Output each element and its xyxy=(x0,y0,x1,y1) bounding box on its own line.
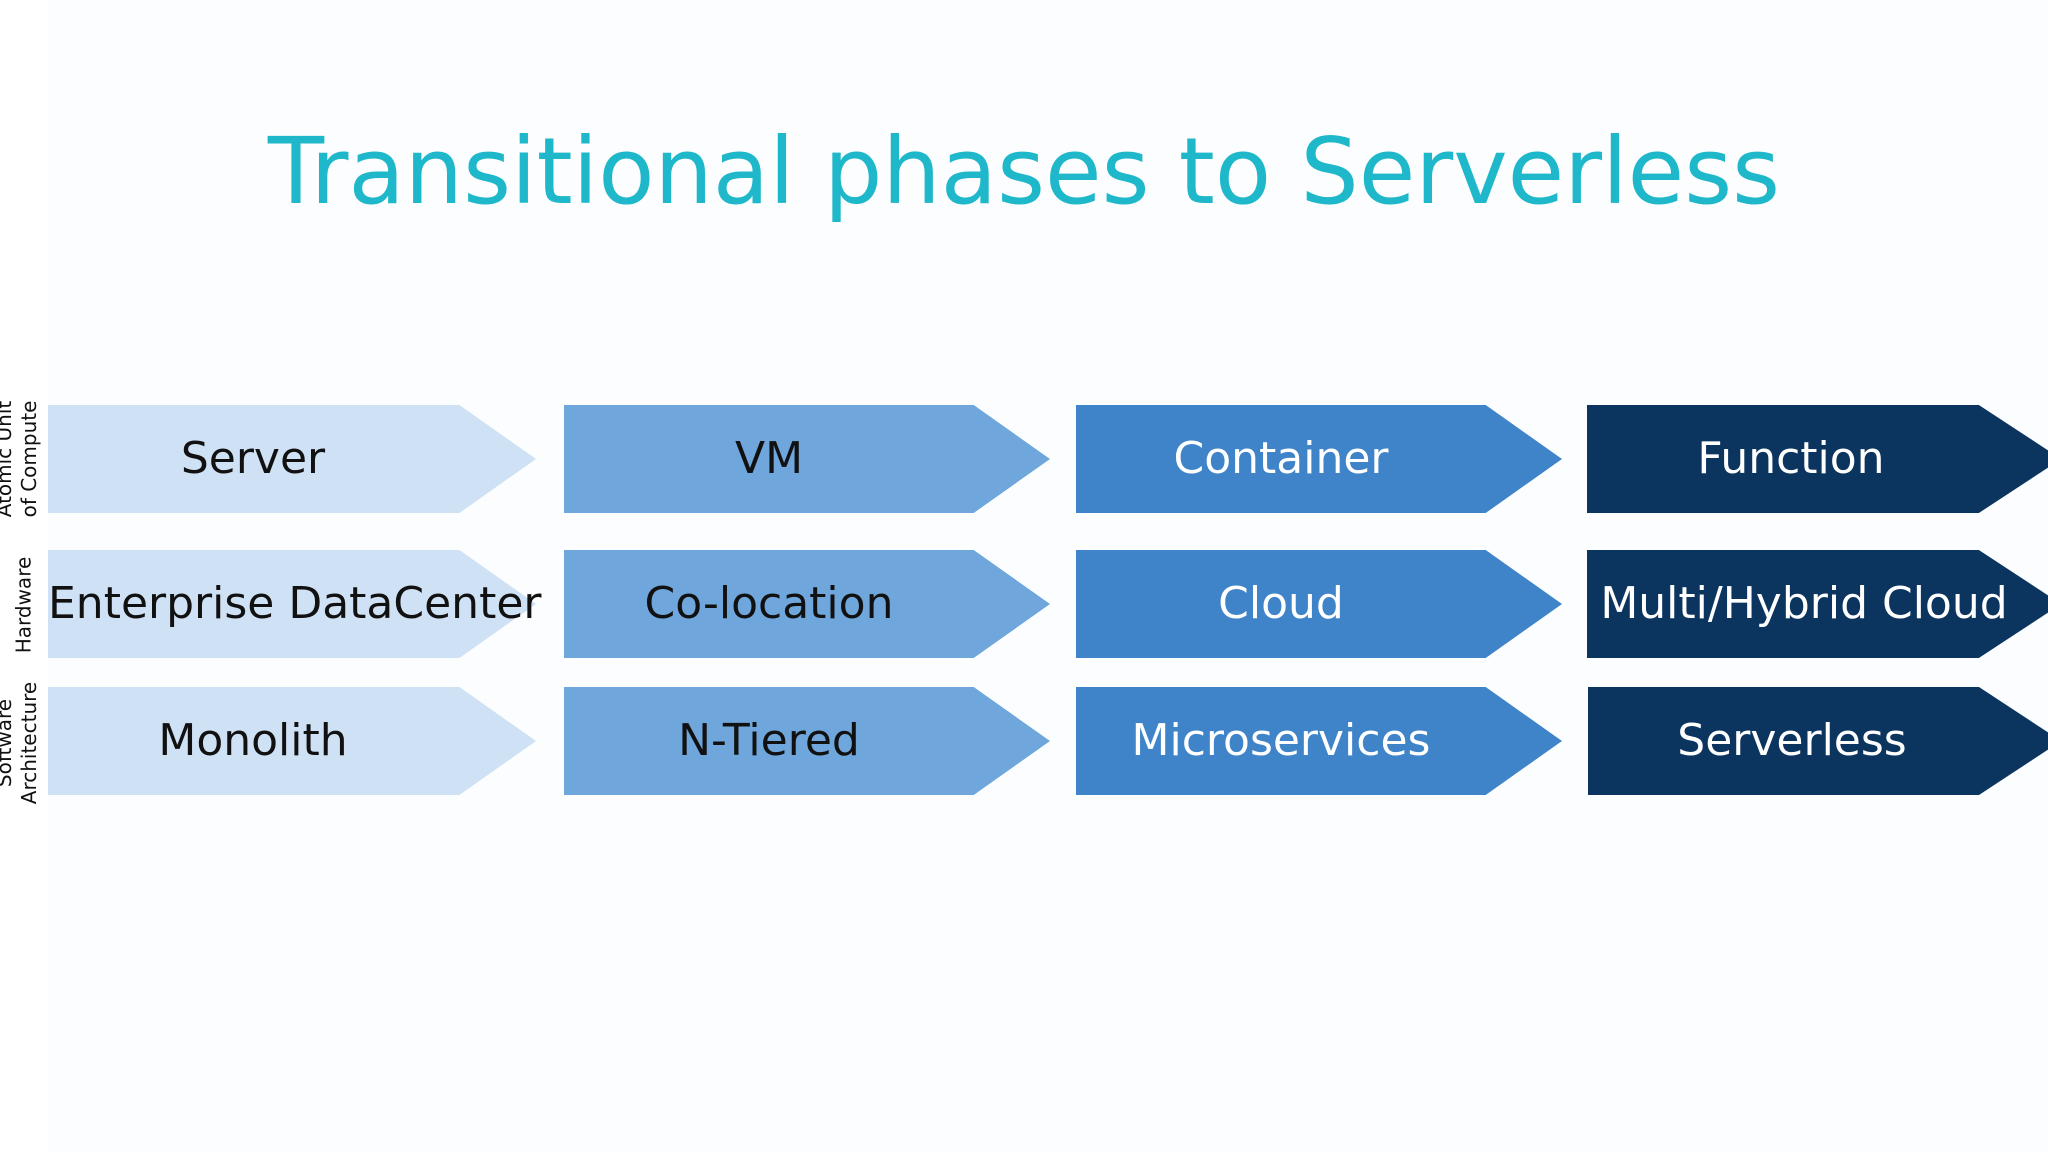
chevron-label-container: Container xyxy=(1173,433,1389,484)
chevron-cloud xyxy=(1076,550,1562,658)
chevron-label-function: Function xyxy=(1697,433,1885,484)
chevron-n-tiered xyxy=(564,687,1050,795)
chevron-serverless xyxy=(1588,687,2048,795)
chevron-server xyxy=(48,405,536,513)
chevron-microservices xyxy=(1076,687,1562,795)
chevron-co-location xyxy=(564,550,1050,658)
slide-title: Transitional phases to Serverless xyxy=(267,118,1781,225)
chevron-label-multi-hybrid-cloud: Multi/Hybrid Cloud xyxy=(1600,578,2008,629)
chevron-label-enterprise-datacenter: Enterprise DataCenter xyxy=(48,578,542,629)
row-label-line-1: Atomic Unit xyxy=(0,400,16,518)
chevron-monolith xyxy=(48,687,536,795)
chevron-label-n-tiered: N-Tiered xyxy=(678,715,860,766)
chevron-enterprise-datacenter xyxy=(48,550,536,658)
chevron-multi-hybrid-cloud xyxy=(1587,550,2048,658)
chevron-label-monolith: Monolith xyxy=(158,715,348,766)
chevron-container xyxy=(1076,405,1562,513)
chevron-label-vm: VM xyxy=(734,433,804,484)
row-label-hardware: Hardware xyxy=(12,540,37,670)
chevron-label-microservices: Microservices xyxy=(1131,715,1431,766)
chevron-vm xyxy=(564,405,1050,513)
chevron-label-server: Server xyxy=(180,433,326,484)
row-label-line-2: of Compute xyxy=(17,400,41,518)
chevron-label-cloud: Cloud xyxy=(1218,578,1344,629)
chevron-label-serverless: Serverless xyxy=(1677,715,1907,766)
row-label-software-architecture: Software Architecture xyxy=(0,678,42,808)
chevron-function xyxy=(1587,405,2048,513)
row-label-line-1: Software xyxy=(0,698,16,788)
row-label-line-2: Architecture xyxy=(17,681,41,805)
row-label-atomic-unit-of-compute: Atomic Unit of Compute xyxy=(0,394,42,524)
chevron-label-co-location: Co-location xyxy=(644,578,894,629)
row-label-line-1: Hardware xyxy=(11,556,36,654)
